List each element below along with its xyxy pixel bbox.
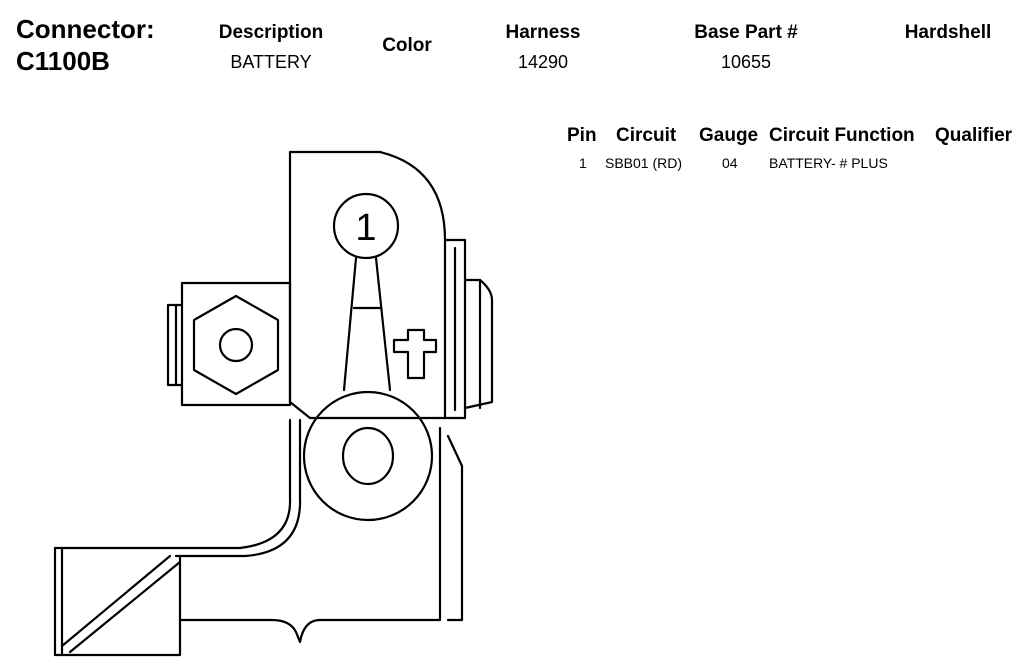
pin-marker [332,192,400,392]
pin-number-circle [332,192,400,260]
hex-nut-icon [192,294,280,396]
base-part-header: Base Part # [694,22,798,43]
description-value: BATTERY [230,52,312,72]
hex-nut-assembly [166,281,292,407]
table-header-circuit-function: Circuit Function [769,125,915,146]
plus-icon [392,328,438,380]
base-part-value: 10655 [720,52,772,72]
connector-label: Connector: [16,14,155,44]
harness-value: 14290 [517,52,569,72]
row-function: BATTERY- # PLUS [769,155,888,171]
connector-housing [288,150,494,420]
terminal-lug [53,418,464,657]
description-header: Description [218,22,324,43]
table-header-gauge: Gauge [699,125,759,146]
pin-number-label: 1 [355,207,376,249]
row-circuit: SBB01 (RD) [605,155,683,171]
row-pin: 1 [579,155,587,171]
stud-hole-icon [341,426,395,486]
nut-hole-icon [218,327,254,363]
terminal-stud [302,390,434,522]
table-header-pin: Pin [567,125,597,146]
row-gauge: 04 [722,155,738,171]
stud-washer-icon [302,390,434,522]
table-header-circuit: Circuit [616,125,677,146]
harness-header: Harness [505,22,581,43]
connector-id: C1100B [16,46,110,76]
color-header: Color [382,35,432,56]
hardshell-header: Hardshell [904,22,992,43]
table-header-qualifier: Qualifier [935,125,1013,146]
